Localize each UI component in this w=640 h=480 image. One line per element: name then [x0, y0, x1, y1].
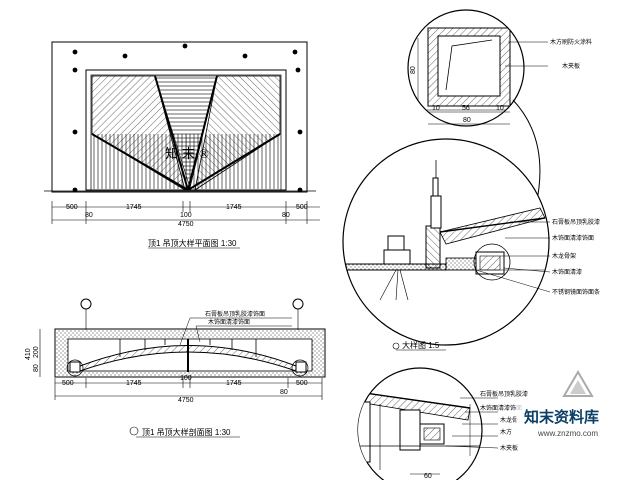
detail-main-label-3: 木龙骨架 [552, 252, 576, 260]
watermark: 知末资料库 www.znzmo.com [516, 370, 640, 440]
section-dim-total: 4750 [178, 397, 194, 404]
detail-main-label-2: 木饰面清漆饰面 [552, 234, 594, 242]
section-callout-2: 木饰面清漆饰面 [208, 318, 250, 326]
plan-left-diagonal [91, 75, 186, 191]
section-vdim-1: 410 [25, 348, 32, 360]
section-callout-1: 石膏板吊顶乳胶漆饰面 [205, 310, 265, 318]
detail-main-label-5: 不锈钢镜面饰面条 [552, 288, 600, 296]
plan-dimension-line [51, 201, 320, 224]
section-dim-1: 500 [62, 380, 74, 387]
detail-box-label-2: 木夹板 [562, 62, 580, 70]
detail-main-label-1: 石膏板吊顶乳胶漆 [552, 218, 600, 226]
section-dim-4: 1745 [226, 380, 242, 387]
section-title-bubble [129, 426, 139, 436]
section-title: 顶1 吊顶大样剖面图 1:30 [142, 427, 231, 437]
section-callout-circle-left [66, 359, 84, 377]
watermark-text: 知末资料库 [524, 408, 599, 426]
detail-box-dim-left: 80 [410, 66, 417, 74]
section-dim-5: 500 [296, 380, 308, 387]
detail-main-title-bubble [392, 342, 400, 350]
section-bubble-left [80, 298, 92, 310]
detail-box-dim-3: 10 [496, 105, 504, 112]
detail-box-dim-total: 80 [463, 117, 471, 124]
detail-main-view [342, 138, 551, 346]
plan-beam-right [187, 133, 281, 191]
detail-box-label-1: 木方刷防火涂料 [550, 38, 592, 46]
section-vdim-3: 80 [33, 364, 40, 372]
section-dim-right: 80 [280, 389, 288, 396]
plan-stamp-text: 知 [165, 146, 178, 161]
plan-title: 顶1 吊顶大样平面图 1:30 [148, 238, 237, 248]
plan-dim-1: 500 [66, 204, 78, 211]
detail-bottom-label-1: 石膏板吊顶乳胶漆 [480, 390, 528, 398]
svg-text:末: 末 [182, 146, 195, 161]
detail-box-dim-2: 56 [462, 105, 470, 112]
section-light-right [295, 361, 307, 373]
watermark-url: www.znzmo.com [537, 429, 598, 438]
plan-dim-3: 1745 [126, 204, 142, 211]
detail-bottom-label-3: 木龙骨 [500, 416, 518, 424]
section-callout-circle-right [291, 359, 309, 377]
section-dim-3: 100 [180, 375, 192, 382]
detail-main-title: 大样图 1:5 [402, 340, 440, 350]
section-vdim-2: 200 [33, 346, 40, 358]
plan-dim-5: 1745 [226, 204, 242, 211]
detail-bottom-label-4: 木方 [500, 428, 512, 436]
plan-dim-7: 500 [296, 204, 308, 211]
plan-inner-frame-2 [90, 74, 282, 191]
plan-dim-6: 80 [282, 212, 290, 219]
plan-beam-top-left [154, 75, 189, 191]
ceiling-plan-view: 知 末 ® [44, 41, 316, 193]
plan-dim-4: 100 [180, 212, 192, 219]
section-bubble-right [292, 298, 304, 310]
detail-bottom-view [357, 367, 499, 480]
ceiling-section-view [54, 298, 326, 378]
section-dim-2: 1745 [126, 380, 142, 387]
watermark-logo-icon [562, 370, 594, 397]
section-dimension-line [54, 378, 323, 400]
plan-beam-top-right [187, 75, 218, 191]
detail-bottom-label-2: 木饰面清漆饰面 [480, 404, 522, 412]
plan-outer-frame [51, 41, 308, 193]
plan-dim-total: 4750 [178, 221, 194, 228]
detail-box-view [407, 9, 548, 127]
plan-beam-left [91, 133, 189, 191]
detail-main-label-4: 木饰面清漆 [552, 268, 582, 276]
detail-box-dim-1: 10 [432, 105, 440, 112]
detail-bottom-dim: 60 [424, 473, 432, 480]
detail-bottom-label-5: 木夹板 [500, 444, 518, 452]
svg-text:®: ® [199, 146, 209, 161]
section-light-left [69, 361, 81, 373]
plan-dim-2: 80 [85, 212, 93, 219]
